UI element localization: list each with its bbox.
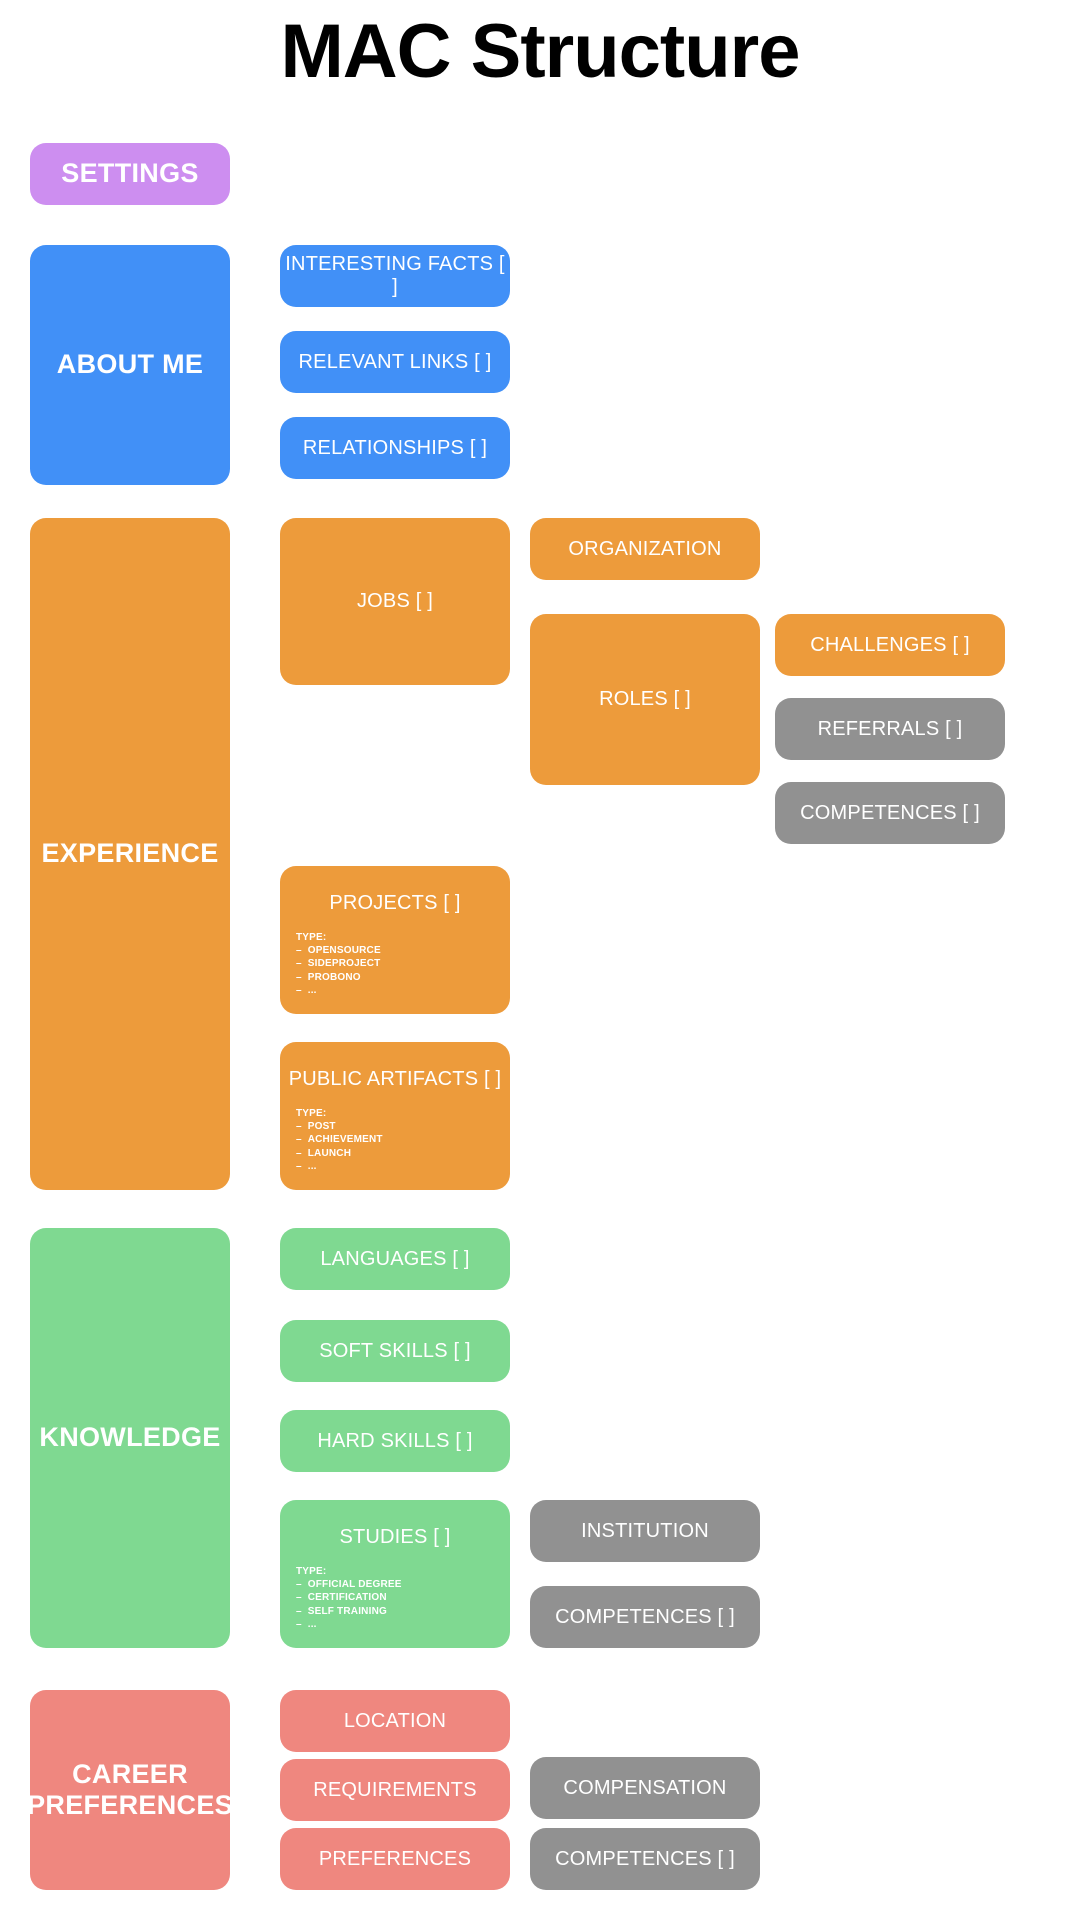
node-projects-label: PROJECTS [ ] — [329, 892, 461, 914]
type-item: – OFFICIAL DEGREE — [296, 1579, 402, 1591]
type-item: – LAUNCH — [296, 1147, 352, 1159]
node-challenges-label: CHALLENGES [ ] — [810, 633, 970, 656]
node-settings-label: SETTINGS — [61, 158, 199, 189]
node-hard-skills[interactable]: HARD SKILLS [ ] — [280, 1410, 510, 1472]
type-item: – PROBONO — [296, 971, 361, 983]
node-knowledge[interactable]: KNOWLEDGE — [30, 1228, 230, 1648]
node-jobs[interactable]: JOBS [ ] — [280, 518, 510, 685]
node-soft-skills-label: SOFT SKILLS [ ] — [319, 1339, 471, 1362]
node-organization[interactable]: ORGANIZATION — [530, 518, 760, 580]
node-settings[interactable]: SETTINGS — [30, 143, 230, 205]
node-referrals[interactable]: REFERRALS [ ] — [775, 698, 1005, 760]
node-knowledge-label: KNOWLEDGE — [39, 1422, 221, 1453]
node-languages-label: LANGUAGES [ ] — [320, 1247, 470, 1270]
node-location-label: LOCATION — [343, 1709, 447, 1732]
node-soft-skills[interactable]: SOFT SKILLS [ ] — [280, 1320, 510, 1382]
type-item: – CERTIFICATION — [296, 1592, 387, 1604]
node-studies-type-list: TYPE: – OFFICIAL DEGREE – CERTIFICATION … — [280, 1549, 510, 1631]
node-projects-type-list: TYPE: – OPENSOURCE – SIDEPROJECT – PROBO… — [280, 915, 510, 997]
type-label: TYPE: — [296, 1108, 327, 1119]
node-requirements-label: REQUIREMENTS — [313, 1778, 477, 1801]
node-about-me-label: ABOUT ME — [56, 349, 204, 380]
node-institution-label: INSTITUTION — [581, 1519, 709, 1542]
node-relationships-label: RELATIONSHIPS [ ] — [302, 436, 488, 459]
type-item: – POST — [296, 1121, 336, 1133]
node-preferences[interactable]: PREFERENCES — [280, 1828, 510, 1890]
node-hard-skills-label: HARD SKILLS [ ] — [317, 1429, 473, 1452]
page-title: MAC Structure — [280, 9, 800, 94]
node-roles-label: ROLES [ ] — [599, 688, 691, 710]
node-career-preferences[interactable]: CAREER PREFERENCES — [27, 1690, 233, 1890]
node-studies-label: STUDIES [ ] — [339, 1526, 451, 1548]
type-item: – SELF TRAINING — [296, 1605, 387, 1617]
node-organization-label: ORGANIZATION — [568, 537, 722, 560]
node-projects[interactable]: PROJECTS [ ] TYPE: – OPENSOURCE – SIDEPR… — [280, 866, 510, 1014]
node-career-preferences-label: CAREER PREFERENCES — [27, 1758, 233, 1820]
type-item: – OPENSOURCE — [296, 945, 381, 957]
node-relevant-links-label: RELEVANT LINKS [ ] — [298, 350, 492, 373]
node-experience[interactable]: EXPERIENCE — [30, 518, 230, 1190]
node-roles[interactable]: ROLES [ ] — [530, 614, 760, 785]
node-requirements[interactable]: REQUIREMENTS — [280, 1759, 510, 1821]
node-relevant-links[interactable]: RELEVANT LINKS [ ] — [280, 331, 510, 393]
node-knowledge-competences-label: COMPETENCES [ ] — [555, 1605, 735, 1628]
node-challenges[interactable]: CHALLENGES [ ] — [775, 614, 1005, 676]
node-experience-competences[interactable]: COMPETENCES [ ] — [775, 782, 1005, 844]
node-public-artifacts[interactable]: PUBLIC ARTIFACTS [ ] TYPE: – POST – ACHI… — [280, 1042, 510, 1190]
node-jobs-label: JOBS [ ] — [356, 590, 434, 612]
node-languages[interactable]: LANGUAGES [ ] — [280, 1228, 510, 1290]
node-experience-label: EXPERIENCE — [41, 838, 219, 869]
node-institution[interactable]: INSTITUTION — [530, 1500, 760, 1562]
type-item: – ACHIEVEMENT — [296, 1134, 383, 1146]
node-career-competences[interactable]: COMPETENCES [ ] — [530, 1828, 760, 1890]
node-compensation-label: COMPENSATION — [563, 1776, 727, 1799]
type-item: – ... — [296, 1618, 317, 1630]
node-knowledge-competences[interactable]: COMPETENCES [ ] — [530, 1586, 760, 1648]
node-studies[interactable]: STUDIES [ ] TYPE: – OFFICIAL DEGREE – CE… — [280, 1500, 510, 1648]
node-referrals-label: REFERRALS [ ] — [817, 717, 963, 740]
node-location[interactable]: LOCATION — [280, 1690, 510, 1752]
node-public-artifacts-type-list: TYPE: – POST – ACHIEVEMENT – LAUNCH – ..… — [280, 1091, 510, 1173]
type-label: TYPE: — [296, 1566, 327, 1577]
node-compensation[interactable]: COMPENSATION — [530, 1757, 760, 1819]
type-item: – SIDEPROJECT — [296, 958, 381, 970]
node-about-me[interactable]: ABOUT ME — [30, 245, 230, 485]
node-experience-competences-label: COMPETENCES [ ] — [800, 801, 980, 824]
node-career-competences-label: COMPETENCES [ ] — [555, 1847, 735, 1870]
node-relationships[interactable]: RELATIONSHIPS [ ] — [280, 417, 510, 479]
node-public-artifacts-label: PUBLIC ARTIFACTS [ ] — [288, 1068, 502, 1090]
node-interesting-facts[interactable]: INTERESTING FACTS [ ] — [280, 245, 510, 307]
type-label: TYPE: — [296, 932, 327, 943]
type-item: – ... — [296, 1160, 317, 1172]
node-preferences-label: PREFERENCES — [318, 1847, 472, 1870]
type-item: – ... — [296, 984, 317, 996]
node-interesting-facts-label: INTERESTING FACTS [ ] — [285, 253, 505, 298]
